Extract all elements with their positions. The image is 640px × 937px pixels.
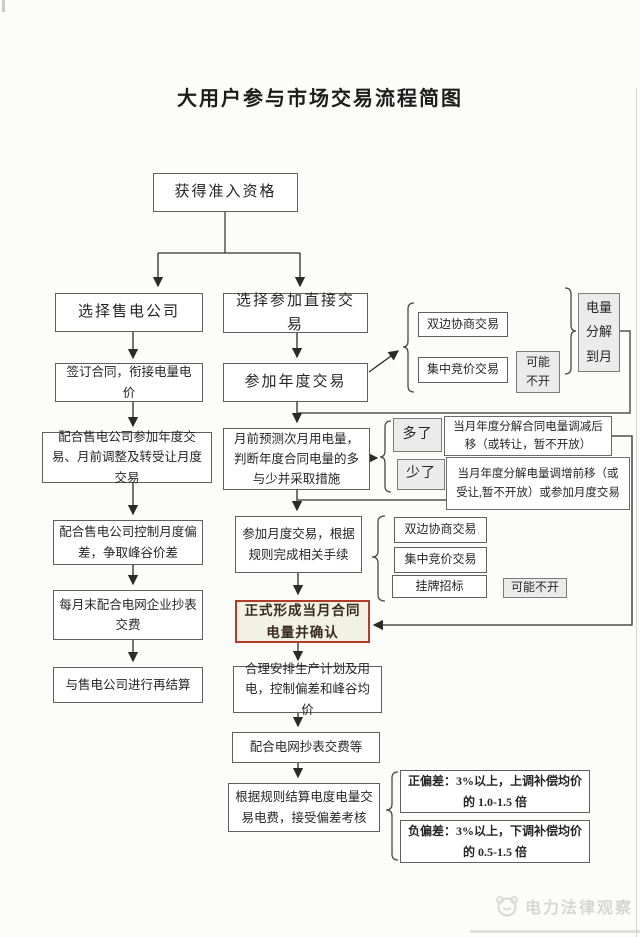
node-arrange-production: 合理安排生产计划及用电，控制偏差和峰谷均价 bbox=[233, 662, 382, 717]
node-monthly-bilateral: 双边协商交易 bbox=[394, 517, 487, 543]
page-bottom-shadow bbox=[470, 930, 640, 933]
node-annual-trade: 参加年度交易 bbox=[223, 363, 368, 402]
node-less-note: 当月年度分解电量调增前移（或受让,暂不开放）或参加月度交易 bbox=[446, 457, 630, 510]
node-sign-contract: 签订合同，衔接电量电价 bbox=[55, 363, 203, 402]
node-assist-annual: 配合售电公司参加年度交易、月前调整及转受让月度交易 bbox=[42, 430, 212, 485]
node-control-deviation: 配合售电公司控制月度偏差，争取峰谷价差 bbox=[53, 520, 203, 565]
plain-wires bbox=[158, 212, 631, 501]
node-annual-bilateral: 双边协商交易 bbox=[418, 312, 508, 337]
arrow-wires bbox=[127, 253, 633, 779]
brace-marks bbox=[371, 287, 577, 861]
node-forecast: 月前预测次月用电量，判断年度合同电量的多与少并采取措施 bbox=[223, 428, 370, 490]
node-positive-deviation: 正偏差：3%以上，上调补偿均价的 1.0-1.5 倍 bbox=[400, 770, 590, 813]
node-annual-bidding: 集中竞价交易 bbox=[418, 357, 508, 383]
node-monthly-trade: 参加月度交易，根据规则完成相关手续 bbox=[235, 516, 362, 573]
node-less-tag: 少了 bbox=[397, 459, 445, 490]
node-grid-meter-pay: 配合电网抄表交费等 bbox=[232, 732, 380, 763]
node-left-meter-pay: 每月末配合电网企业抄表交费 bbox=[53, 590, 203, 640]
watermark-text: 电力法律观察 bbox=[525, 900, 634, 917]
scan-artifact bbox=[2, 0, 5, 12]
node-settle-fee: 根据规则结算电度电量交易电费，接受偏差考核 bbox=[228, 783, 380, 832]
node-resettle: 与售电公司进行再结算 bbox=[53, 667, 203, 703]
publisher-logo-icon bbox=[496, 896, 518, 917]
node-more-note: 当月年度分解合同电量调减后移（或转让，暂不开放） bbox=[444, 416, 612, 456]
node-monthly-listing: 挂牌招标 bbox=[392, 575, 487, 598]
node-monthly-maybe-closed: 可能不开 bbox=[503, 578, 567, 598]
node-monthly-bidding: 集中竞价交易 bbox=[394, 547, 487, 573]
node-choose-retailer: 选择售电公司 bbox=[55, 293, 203, 332]
node-gain-access: 获得准入资格 bbox=[153, 173, 298, 212]
node-choose-direct: 选择参加直接交易 bbox=[223, 293, 368, 333]
page-edge-line bbox=[636, 88, 637, 937]
node-more-tag: 多了 bbox=[393, 418, 442, 452]
node-negative-deviation: 负偏差：3%以上，下调补偿均价的 0.5-1.5 倍 bbox=[400, 820, 590, 863]
node-confirm-contract: 正式形成当月合同电量并确认 bbox=[235, 600, 370, 643]
page-title: 大用户参与市场交易流程简图 bbox=[177, 88, 463, 110]
watermark: 电力法律观察 bbox=[494, 893, 633, 919]
node-decompose-monthly: 电量分解到月 bbox=[578, 293, 620, 372]
node-annual-maybe-closed: 可能不开 bbox=[516, 351, 560, 393]
